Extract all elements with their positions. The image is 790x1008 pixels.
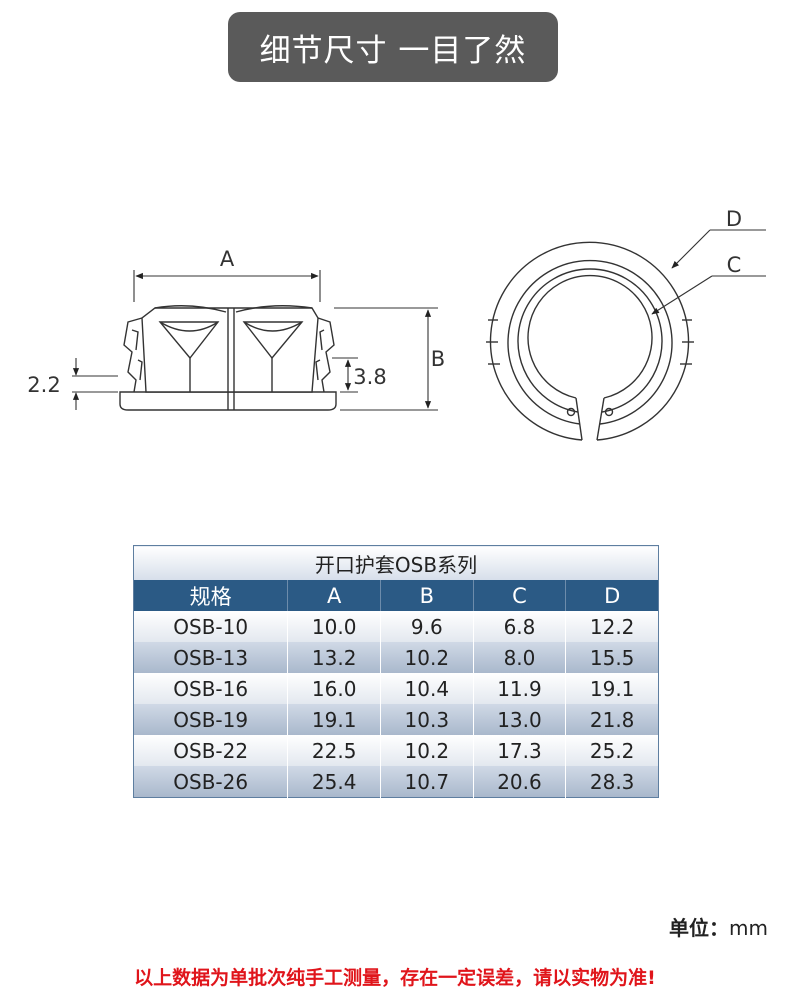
top-view-drawing (486, 241, 694, 441)
top-view-dimensions (651, 229, 766, 315)
measurement-disclaimer: 以上数据为单批次纯手工测量，存在一定误差，请以实物为准! (134, 967, 656, 989)
cell-d: 21.8 (565, 704, 659, 735)
cell-c: 8.0 (473, 642, 567, 673)
cell-c: 6.8 (473, 611, 567, 642)
cell-a: 22.5 (287, 735, 381, 766)
table-row: OSB-16 16.0 10.4 11.9 19.1 (133, 673, 659, 704)
unit-value: mm (729, 916, 768, 940)
table-row: OSB-19 19.1 10.3 13.0 21.8 (133, 704, 659, 735)
dim-a-label: A (220, 247, 235, 271)
dim-c-label: C (727, 253, 742, 277)
page-title: 细节尺寸 一目了然 (228, 12, 558, 82)
cell-d: 28.3 (565, 766, 659, 798)
cell-d: 25.2 (565, 735, 659, 766)
table-row: OSB-22 22.5 10.2 17.3 25.2 (133, 735, 659, 766)
technical-drawing: A B 3.8 2.2 D C (27, 207, 766, 441)
side-view-dimensions (72, 270, 438, 411)
cell-b: 10.2 (380, 642, 474, 673)
unit-key: 单位： (669, 916, 730, 940)
cell-model: OSB-16 (133, 673, 289, 704)
cell-c: 17.3 (473, 735, 567, 766)
cell-c: 11.9 (473, 673, 567, 704)
cell-model: OSB-26 (133, 766, 289, 798)
cell-a: 19.1 (287, 704, 381, 735)
dim-b-label: B (431, 347, 445, 371)
col-header-b: B (380, 580, 474, 611)
cell-model: OSB-13 (133, 642, 289, 673)
dim-rim-label: 2.2 (27, 373, 60, 397)
table-row: OSB-13 13.2 10.2 8.0 15.5 (133, 642, 659, 673)
cell-c: 13.0 (473, 704, 567, 735)
unit-label: 单位：mm (669, 912, 768, 941)
cell-b: 10.3 (380, 704, 474, 735)
table-row: OSB-10 10.0 9.6 6.8 12.2 (133, 611, 659, 642)
cell-a: 25.4 (287, 766, 381, 798)
cell-model: OSB-22 (133, 735, 289, 766)
side-view-drawing (119, 305, 337, 411)
cell-a: 13.2 (287, 642, 381, 673)
dim-d-label: D (726, 207, 742, 231)
col-header-c: C (473, 580, 567, 611)
cell-b: 10.7 (380, 766, 474, 798)
cell-model: OSB-10 (133, 611, 289, 642)
col-header-a: A (287, 580, 381, 611)
cell-d: 19.1 (565, 673, 659, 704)
cell-b: 10.4 (380, 673, 474, 704)
cell-d: 15.5 (565, 642, 659, 673)
table-caption-row: 开口护套OSB系列 (133, 545, 659, 580)
col-header-spec: 规格 (133, 580, 289, 611)
cell-b: 10.2 (380, 735, 474, 766)
table-header-row: 规格 A B C D (133, 580, 659, 611)
cell-c: 20.6 (473, 766, 567, 798)
cell-b: 9.6 (380, 611, 474, 642)
cell-model: OSB-19 (133, 704, 289, 735)
dim-body-label: 3.8 (353, 365, 386, 389)
col-header-d: D (565, 580, 659, 611)
table-caption: 开口护套OSB系列 (133, 545, 659, 580)
cell-a: 10.0 (287, 611, 381, 642)
spec-table: 开口护套OSB系列 规格 A B C D OSB-10 10.0 9.6 6.8… (133, 545, 659, 798)
cell-d: 12.2 (565, 611, 659, 642)
table-row: OSB-26 25.4 10.7 20.6 28.3 (133, 766, 659, 798)
cell-a: 16.0 (287, 673, 381, 704)
